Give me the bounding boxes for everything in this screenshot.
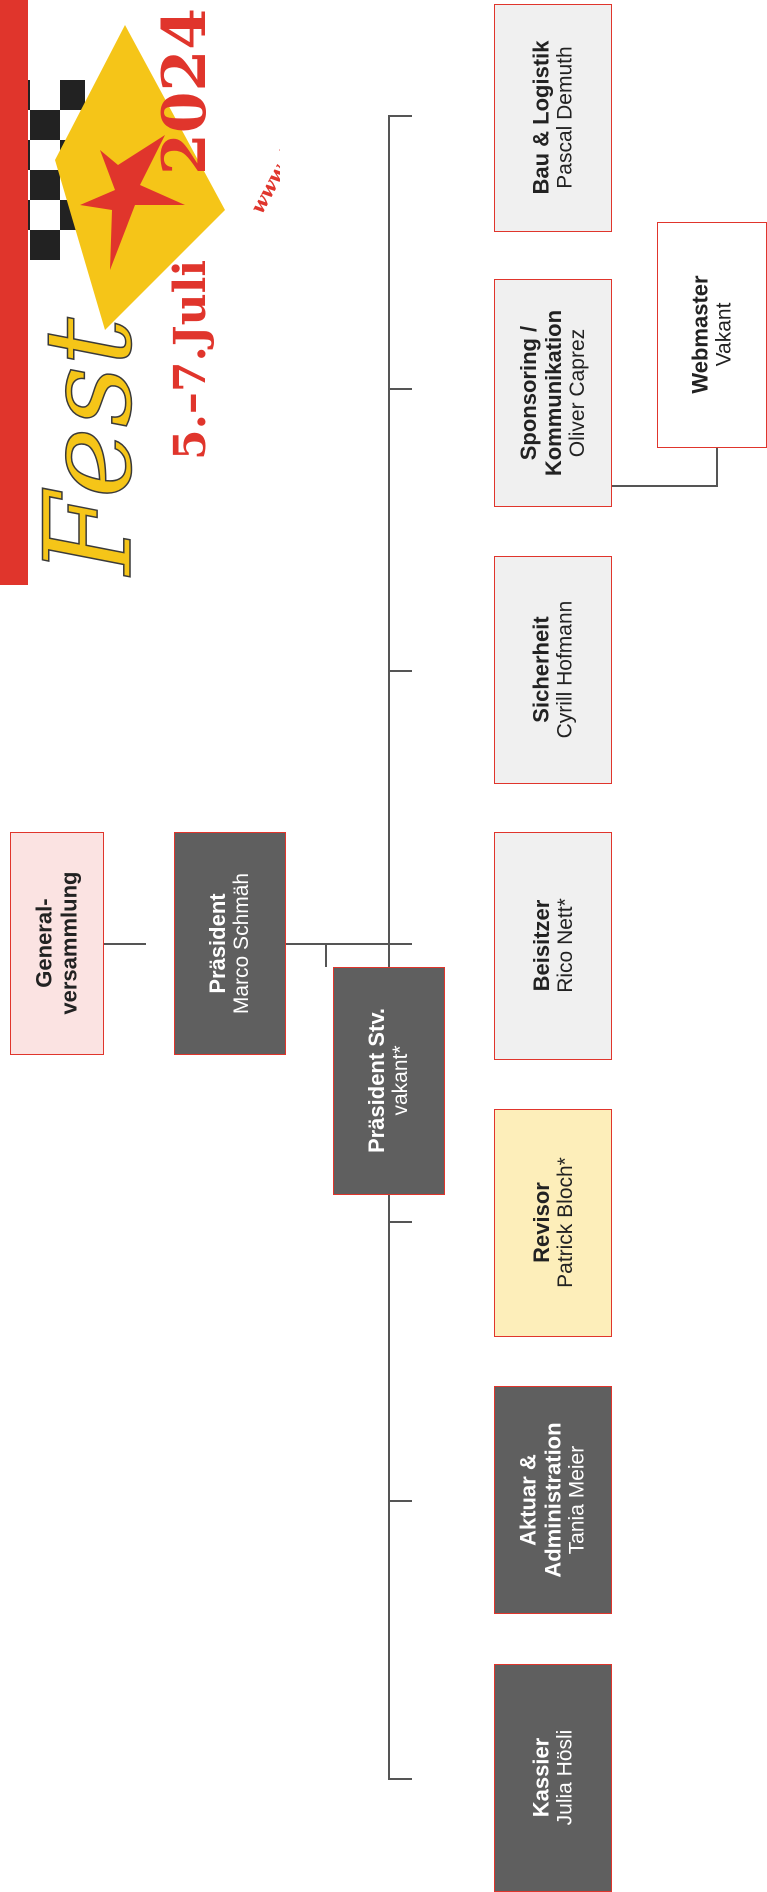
connector-webmaster-v xyxy=(716,448,718,487)
beisitzer-title: Beisitzer xyxy=(528,900,554,992)
praesident-stv-box: Präsident Stv. vakant* xyxy=(333,967,445,1195)
aktuar-name: Tania Meier xyxy=(566,1445,590,1555)
generalversammlung-box: General- versammlung xyxy=(10,832,104,1055)
connector-main-bus xyxy=(388,115,390,1779)
star-icon xyxy=(80,135,185,270)
generalversammlung-line2: versammlung xyxy=(57,871,82,1016)
logo-red-shape xyxy=(0,0,28,585)
webmaster-name: Vakant xyxy=(712,303,736,367)
praesident-box: Präsident Marco Schmäh xyxy=(174,832,286,1055)
aktuar-title-line2: Administration xyxy=(541,1422,567,1578)
connector-kassier xyxy=(388,1778,412,1780)
revisor-title: Revisor xyxy=(528,1182,554,1264)
praesident-title: Präsident xyxy=(205,893,231,994)
bau-logistik-title: Bau & Logistik xyxy=(528,40,554,195)
sponsoring-title-line2: Kommunikation xyxy=(541,309,567,477)
revisor-name: Patrick Bloch* xyxy=(553,1157,577,1289)
logo-year: 2024 xyxy=(150,8,220,175)
aktuar-box: Aktuar & Administration Tania Meier xyxy=(494,1386,612,1614)
sponsoring-name: Oliver Caprez xyxy=(566,328,590,458)
sicherheit-title: Sicherheit xyxy=(528,616,554,724)
revisor-box: Revisor Patrick Bloch* xyxy=(494,1109,612,1337)
praesident-stv-title: Präsident Stv. xyxy=(364,1008,390,1154)
logo-dates: 5.–7.Juli xyxy=(165,260,216,460)
connector-bau xyxy=(388,115,412,117)
sponsoring-title-line1: Sponsoring / xyxy=(515,325,541,461)
aktuar-title-line1: Aktuar & xyxy=(515,1454,541,1546)
bau-logistik-box: Bau & Logistik Pascal Demuth xyxy=(494,4,612,232)
kassier-name: Julia Hösli xyxy=(553,1730,577,1826)
connector-stv xyxy=(325,943,327,967)
logo-word: Fest xyxy=(20,317,159,577)
praesident-name: Marco Schmäh xyxy=(230,872,254,1015)
bau-logistik-name: Pascal Demuth xyxy=(553,46,577,190)
generalversammlung-line1: General- xyxy=(31,898,57,989)
connector-sicherheit xyxy=(388,670,412,672)
sicherheit-box: Sicherheit Cyrill Hofmann xyxy=(494,556,612,784)
connector-gv-praesident xyxy=(104,943,146,945)
praesident-stv-name: vakant* xyxy=(389,1045,413,1117)
beisitzer-name: Rico Nett* xyxy=(553,898,577,994)
connector-praesident-bus xyxy=(238,943,388,945)
kassier-box: Kassier Julia Hösli xyxy=(494,1664,612,1892)
logo-url: www.dorf-fest.ch xyxy=(245,42,280,218)
sicherheit-name: Cyrill Hofmann xyxy=(553,601,577,739)
webmaster-box: Webmaster Vakant xyxy=(657,222,767,448)
dorffest-logo: Fest 2024 5.–7.Juli www.dorf-fest.ch xyxy=(0,0,280,585)
connector-sponsoring xyxy=(388,388,412,390)
kassier-title: Kassier xyxy=(528,1738,554,1818)
connector-revisor xyxy=(388,1221,412,1223)
sponsoring-box: Sponsoring / Kommunikation Oliver Caprez xyxy=(494,279,612,507)
beisitzer-box: Beisitzer Rico Nett* xyxy=(494,832,612,1060)
connector-aktuar xyxy=(388,1500,412,1502)
webmaster-title: Webmaster xyxy=(687,275,713,395)
connector-beisitzer xyxy=(388,943,412,945)
